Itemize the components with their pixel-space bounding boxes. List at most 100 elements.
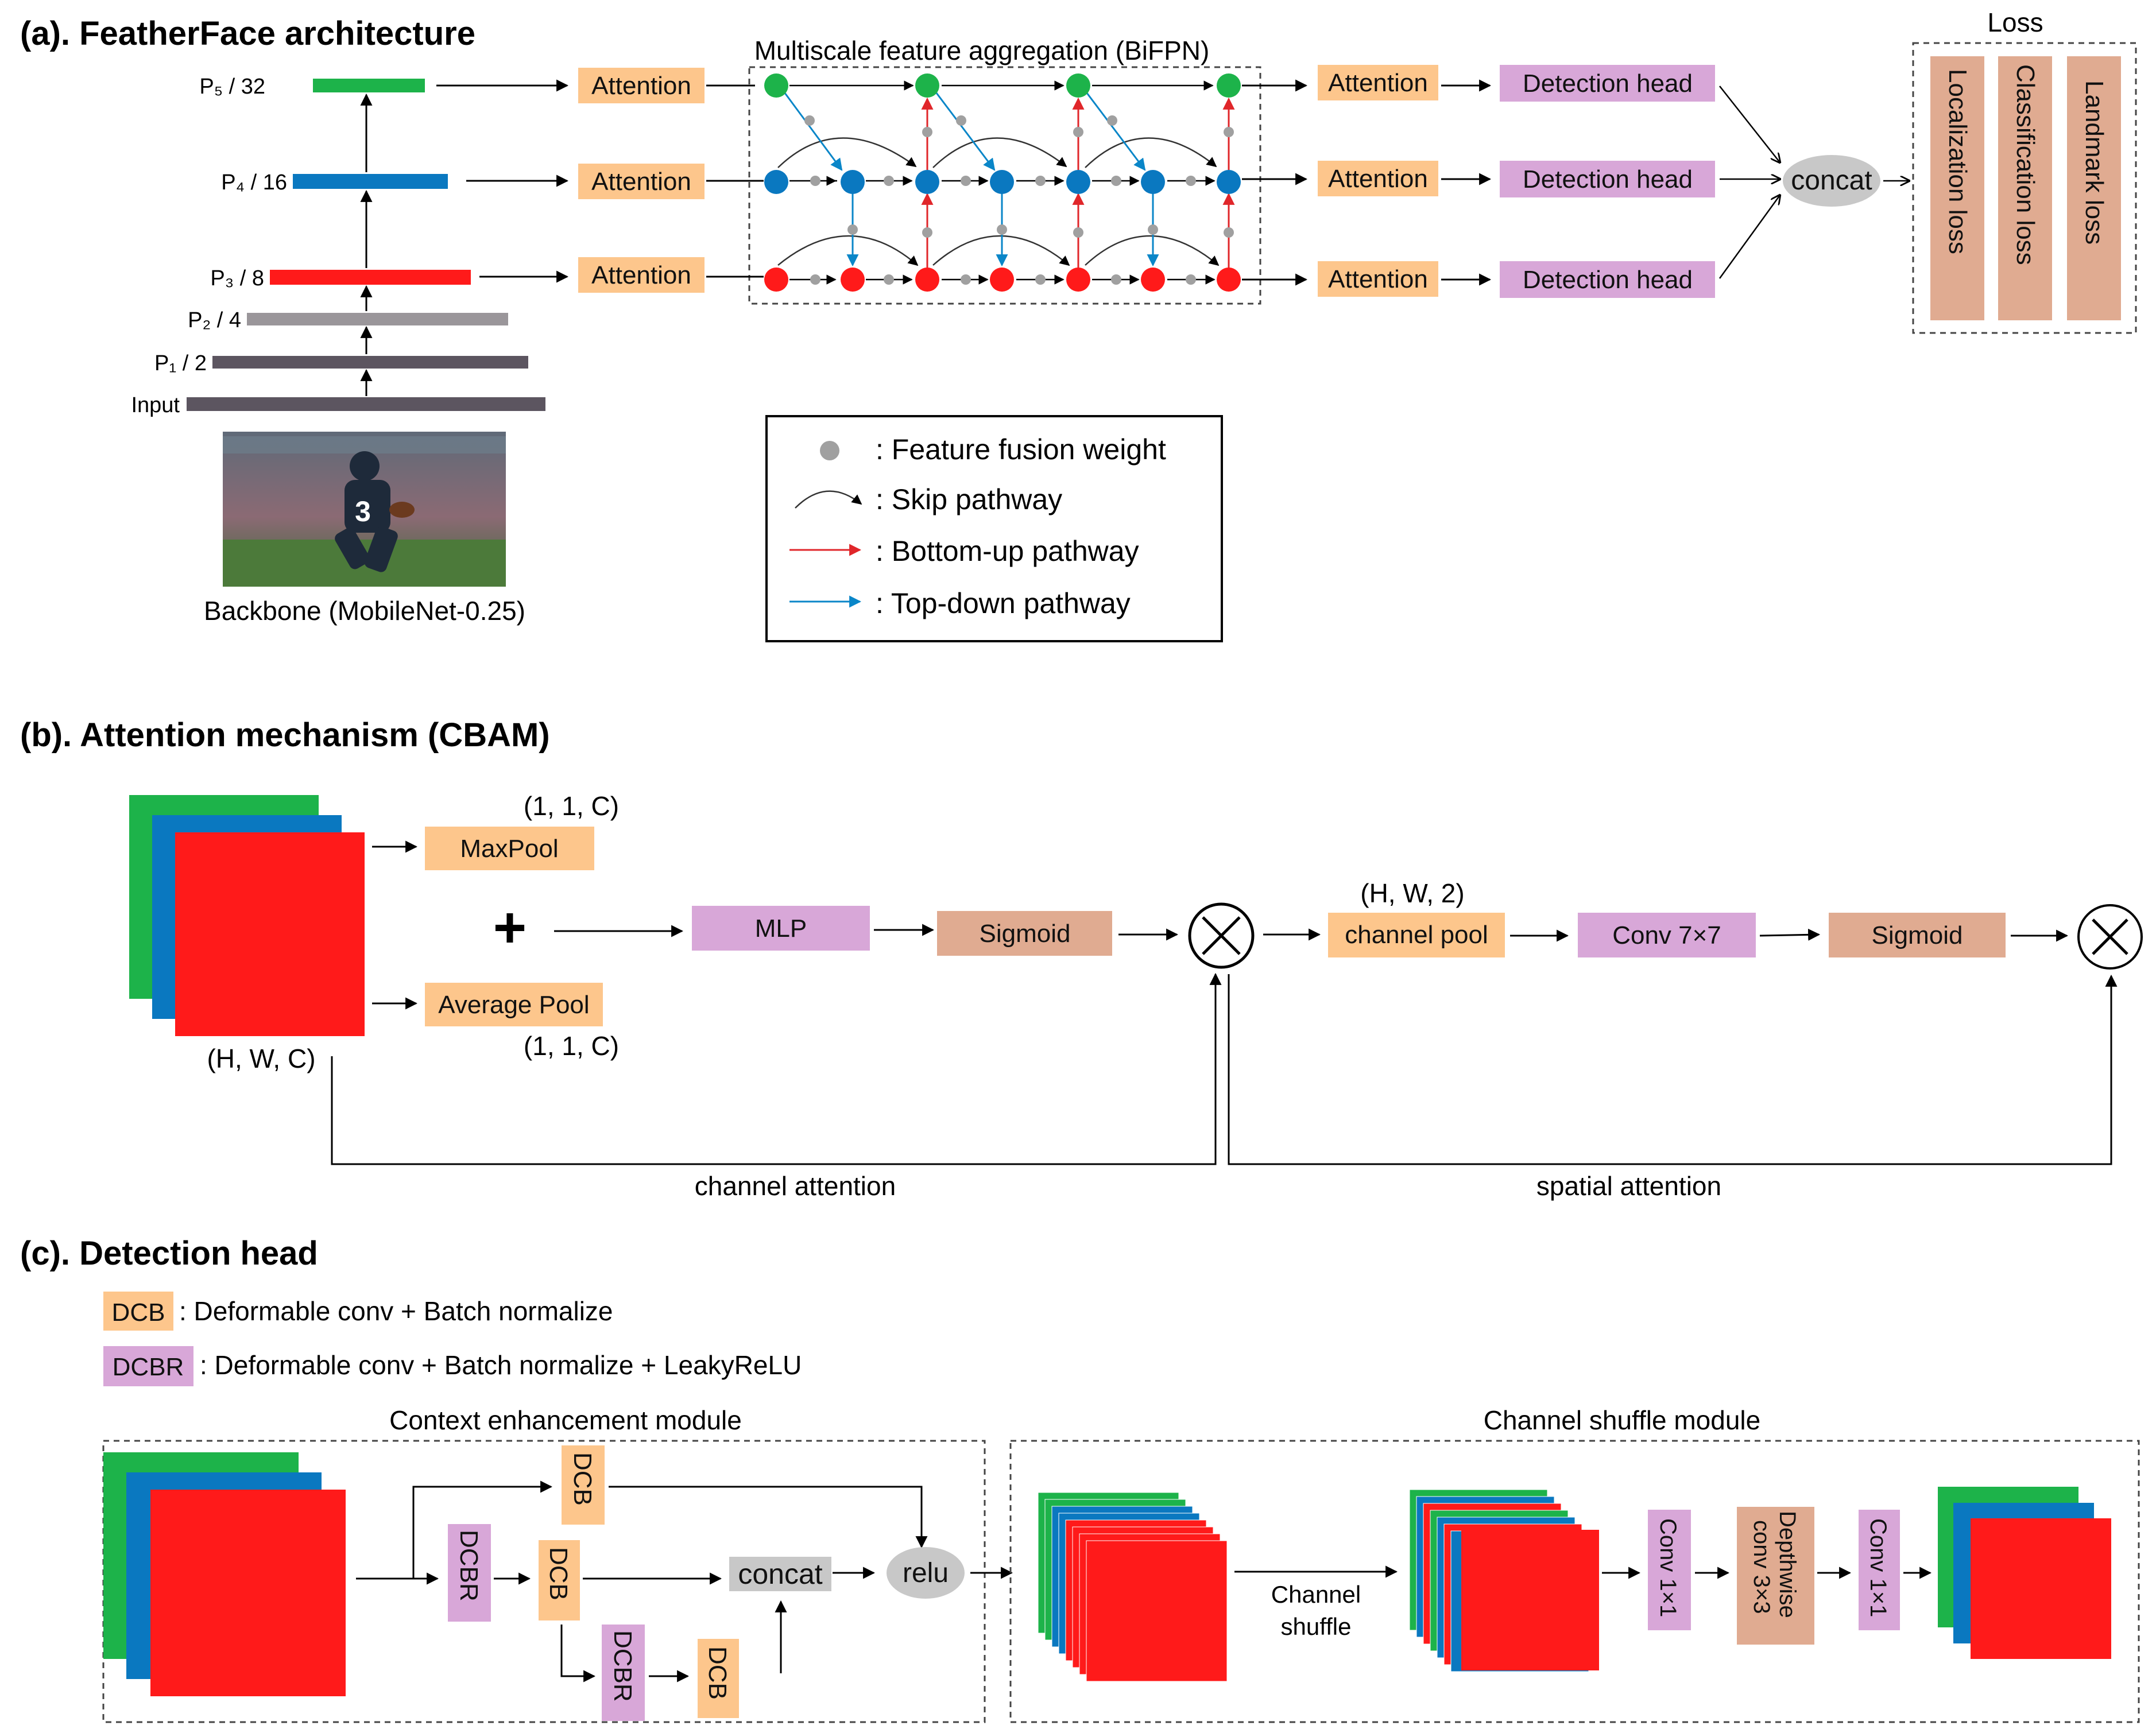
svg-text:3: 3	[355, 495, 371, 528]
landmark-loss-label: Landmark loss	[2080, 80, 2108, 245]
svg-text:conv 3×3: conv 3×3	[1749, 1520, 1774, 1614]
section-c-title: (c). Detection head	[20, 1235, 318, 1272]
svg-text:Conv 1×1: Conv 1×1	[1865, 1518, 1891, 1617]
fusion-weight-dots	[804, 115, 1234, 285]
maxpool-box: MaxPool	[425, 827, 594, 870]
svg-text:DCB: DCB	[703, 1646, 731, 1700]
context-enhancement-module: Context enhancement module DCB	[102, 1405, 1013, 1723]
channel-pool-box: channel pool	[1328, 913, 1505, 957]
svg-text:DCB: DCB	[568, 1452, 597, 1506]
bifpn-frame	[748, 66, 1261, 305]
legend-fusion-weight: : Feature fusion weight	[876, 433, 1166, 466]
shuffle-label-line1: Channel	[1271, 1581, 1361, 1608]
spatial-attention-label: spatial attention	[1536, 1171, 1721, 1201]
depthwise-conv-box: Depthwise conv 3×3	[1737, 1507, 1814, 1645]
svg-text:Detection head: Detection head	[1523, 69, 1693, 98]
legend-skip-pathway: : Skip pathway	[876, 483, 1062, 515]
shuffle-label-line2: shuffle	[1281, 1613, 1352, 1640]
svg-text:DCBR: DCBR	[609, 1630, 637, 1702]
classification-loss-box	[1998, 56, 2052, 320]
mlp-box: MLP	[692, 906, 870, 951]
feature-map-stack	[129, 795, 365, 1036]
section-a-title: (a). FeatherFace architecture	[20, 15, 475, 52]
svg-text:MLP: MLP	[755, 914, 807, 943]
level-bar-p4	[293, 174, 448, 189]
dcb-legend-tag	[103, 1292, 173, 1331]
detection-head-p5: Detection head	[1500, 65, 1715, 102]
localization-loss-label: Localization loss	[1944, 69, 1972, 254]
svg-text:Depthwise: Depthwise	[1775, 1511, 1800, 1618]
localization-loss-box	[1930, 56, 1984, 320]
legend-top-down: : Top-down pathway	[876, 587, 1131, 619]
bifpn-nodes-p5	[764, 73, 1241, 98]
attention-in-p3: Attention	[578, 257, 705, 293]
bifpn-nodes-p4	[764, 170, 1241, 194]
attention-in-p5: Attention	[578, 68, 705, 103]
svg-text:concat: concat	[738, 1558, 822, 1590]
concat-box: concat	[729, 1557, 831, 1591]
level-label-p3: P₃ / 8	[210, 266, 264, 290]
classification-loss-label: Classification loss	[2011, 64, 2039, 265]
multiply-node-2	[2077, 904, 2143, 970]
svg-text:Sigmoid: Sigmoid	[980, 920, 1071, 948]
channel-pool-shape: (H, W, 2)	[1360, 878, 1464, 908]
svg-text:MaxPool: MaxPool	[460, 835, 558, 863]
fusion-weight-dot-icon	[820, 441, 839, 460]
svg-text:Attention: Attention	[1328, 69, 1428, 97]
svg-text:Attention: Attention	[591, 168, 691, 196]
svg-text:Average Pool: Average Pool	[438, 991, 589, 1019]
svg-text:DCBR: DCBR	[455, 1530, 483, 1602]
backbone-pyramid: P₅ / 32 P₄ / 16 P₃ / 8 P₂ / 4 P₁ / 2 Inp…	[131, 75, 545, 417]
sigmoid-box-1: Sigmoid	[937, 911, 1112, 956]
backbone-input-photo: 3	[223, 432, 506, 587]
dcbr-box-2: DCBR	[602, 1625, 645, 1721]
attention-out-p3: Attention	[1318, 261, 1438, 297]
level-bar-input	[187, 397, 545, 411]
dcbr-legend-tag	[103, 1346, 193, 1386]
bifpn-nodes-p3	[764, 267, 1241, 292]
conv1x1-box-1: Conv 1×1	[1648, 1510, 1691, 1630]
dcbr-box-1: DCBR	[448, 1524, 491, 1622]
legend-bottom-up: : Bottom-up pathway	[876, 535, 1139, 567]
level-label-p4: P₄ / 16	[221, 170, 287, 195]
shuffle-module-title: Channel shuffle module	[1484, 1405, 1760, 1435]
post-shuffle-stack	[1409, 1489, 1599, 1672]
svg-text:Attention: Attention	[1328, 265, 1428, 293]
loss-title: Loss	[1987, 7, 2043, 37]
output-stack	[1938, 1487, 2111, 1659]
context-module-title: Context enhancement module	[389, 1405, 742, 1435]
bifpn-title: Multiscale feature aggregation (BiFPN)	[754, 36, 1210, 65]
sigmoid-box-2: Sigmoid	[1829, 913, 2006, 957]
level-bar-p1	[212, 356, 528, 369]
level-bar-p3	[270, 270, 471, 285]
svg-text:Detection head: Detection head	[1523, 266, 1693, 294]
dcb-box-top: DCB	[562, 1445, 605, 1525]
dcb-box-bottom: DCB	[698, 1639, 739, 1718]
multiply-node-1	[1188, 902, 1255, 969]
level-bar-p2	[247, 313, 508, 325]
level-label-p1: P₁ / 2	[154, 351, 207, 375]
svg-text:Attention: Attention	[1328, 165, 1428, 193]
svg-text:Detection head: Detection head	[1523, 165, 1693, 193]
svg-text:Attention: Attention	[591, 72, 691, 100]
bifpn-block: Multiscale feature aggregation (BiFPN)	[706, 36, 1261, 305]
svg-text:DCBR: DCBR	[113, 1353, 184, 1381]
attention-out-p4: Attention	[1318, 161, 1438, 196]
svg-text:Conv 1×1: Conv 1×1	[1655, 1518, 1681, 1617]
avgpool-box: Average Pool	[425, 983, 603, 1026]
attention-in-p4: Attention	[578, 164, 705, 199]
svg-text:DCB: DCB	[544, 1547, 572, 1600]
section-c: (c). Detection head DCB : Deformable con…	[20, 1235, 2140, 1723]
svg-text:channel pool: channel pool	[1345, 921, 1488, 949]
relu-node: relu	[887, 1547, 965, 1599]
svg-text:relu: relu	[903, 1558, 949, 1588]
svg-text:DCB: DCB	[112, 1298, 165, 1327]
backbone-label: Backbone (MobileNet-0.25)	[204, 596, 525, 626]
section-b: (b). Attention mechanism (CBAM) (H, W, C…	[20, 716, 2143, 1201]
detection-head-p3: Detection head	[1500, 261, 1715, 298]
svg-text:Conv 7×7: Conv 7×7	[1612, 921, 1721, 949]
input-shape: (H, W, C)	[207, 1044, 315, 1073]
svg-text:Sigmoid: Sigmoid	[1872, 921, 1963, 949]
maxpool-shape: (1, 1, C)	[524, 791, 619, 821]
